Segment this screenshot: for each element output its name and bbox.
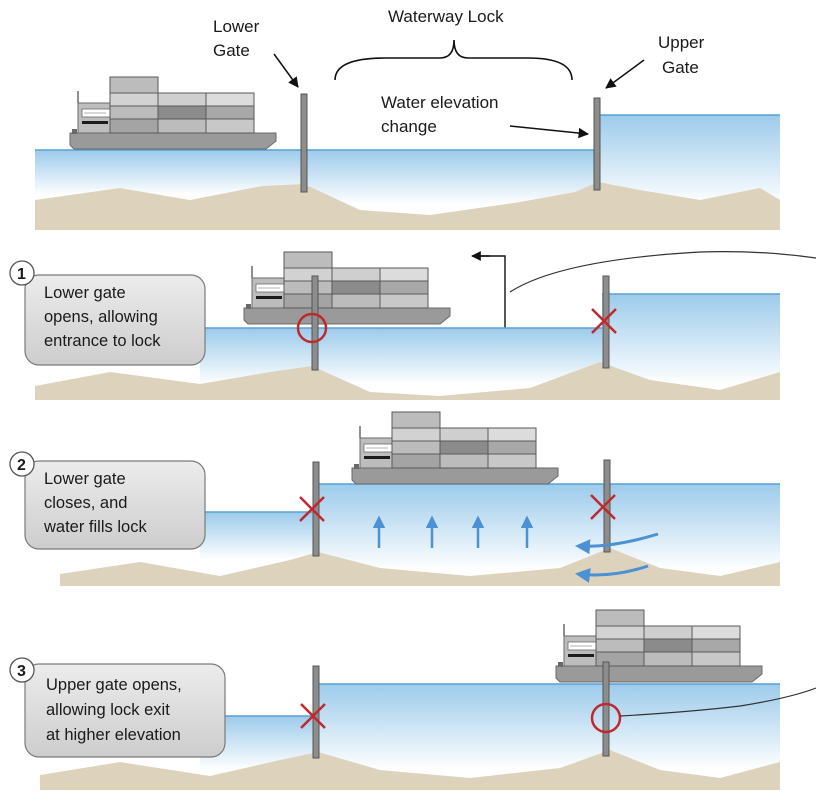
riverbed (35, 182, 780, 230)
water-elevation-label: change (381, 117, 437, 136)
step-2-text: closes, and (44, 494, 127, 512)
upper-gate (593, 97, 601, 191)
lower-gate (312, 461, 320, 557)
closed-gate-marker (591, 308, 617, 334)
step-2-badge (9, 451, 35, 477)
lower-gate-pointer (273, 53, 299, 88)
leader-line (509, 251, 816, 293)
panel-step-2: 2 Lower gate closes, and water fills loc… (9, 411, 780, 586)
container-ship (351, 411, 559, 485)
upper-gate (602, 661, 610, 757)
step-2-number: 2 (17, 457, 26, 474)
step-2-callout (24, 460, 206, 550)
lower-gate-label: Gate (213, 41, 250, 60)
riverbed (35, 362, 780, 400)
closed-gate-marker (300, 703, 326, 729)
panel-step-1: 1 Lower gate opens, allowing entrance to… (9, 251, 780, 400)
step-1-number: 1 (17, 266, 26, 283)
lower-gate-label: Lower (213, 17, 260, 36)
step-1-callout (24, 274, 206, 366)
water (302, 150, 598, 205)
lower-gate (311, 275, 319, 371)
step-1-text: opens, allowing (44, 308, 158, 326)
closed-gate-marker (590, 494, 616, 520)
step-3-text: at higher elevation (46, 726, 181, 744)
leader-line (619, 687, 816, 717)
waterway-lock-label: Waterway Lock (388, 7, 504, 26)
closed-gate-marker (299, 496, 325, 522)
water-elevation-pointer (509, 125, 590, 139)
upper-gate-label: Upper (658, 33, 705, 52)
lock-brace (334, 39, 573, 81)
open-gate-marker (296, 312, 328, 344)
water (598, 115, 780, 205)
step-3-number: 3 (17, 663, 26, 680)
step-2-text: water fills lock (43, 518, 147, 536)
open-gate-marker (590, 702, 622, 734)
riverbed (60, 548, 780, 586)
panel-step-3: 3 Upper gate opens, allowing lock exit a… (9, 609, 816, 790)
water (318, 684, 780, 770)
container-ship (555, 609, 763, 683)
step-3-text: allowing lock exit (46, 701, 170, 719)
panel-overview: Lower Gate Waterway Lock Upper Gate Wate… (35, 7, 780, 230)
upper-gate-label: Gate (662, 58, 699, 77)
riverbed (40, 750, 780, 790)
step-1-text: Lower gate (44, 284, 126, 302)
water-inflow-arrows (575, 532, 659, 583)
water (35, 150, 302, 195)
step-3-callout (24, 663, 226, 758)
container-ship (69, 76, 277, 150)
step-2-text: Lower gate (44, 470, 126, 488)
lower-gate (300, 93, 308, 193)
step-1-badge (9, 260, 35, 286)
water-elevation-label: Water elevation (381, 93, 498, 112)
water (200, 716, 318, 770)
water-rising-arrows (372, 515, 534, 548)
water (318, 484, 780, 570)
upper-gate-pointer (605, 59, 645, 89)
step-1-text: entrance to lock (44, 332, 161, 350)
step-3-badge (9, 657, 35, 683)
water (200, 512, 318, 560)
step-3-text: Upper gate opens, (46, 676, 182, 694)
water (602, 294, 780, 385)
container-ship (243, 251, 451, 325)
